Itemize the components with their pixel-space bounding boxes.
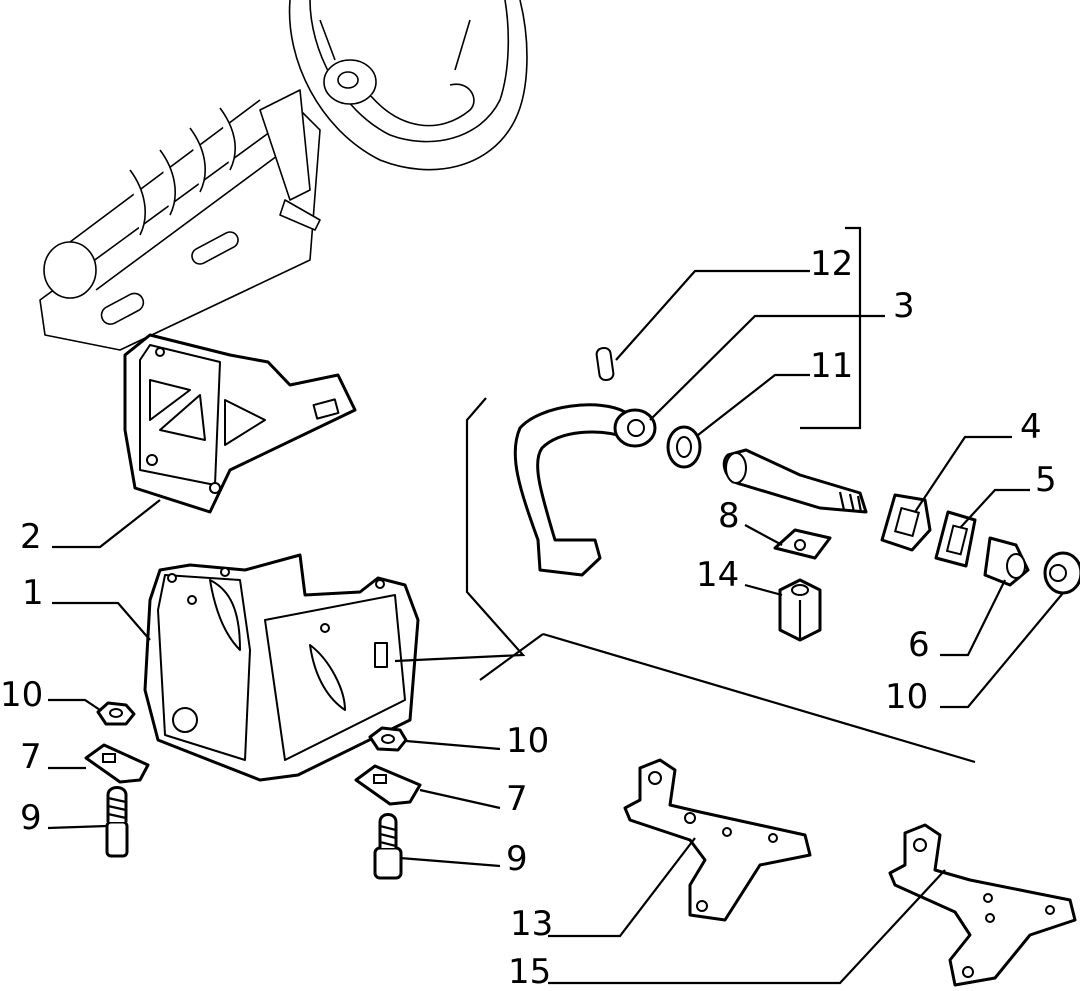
part-5-bushing	[934, 510, 977, 568]
callout-9-center: 9	[506, 839, 528, 879]
part-4-bushing	[880, 493, 932, 552]
callout-12: 12	[810, 244, 853, 284]
group-lines	[394, 226, 976, 764]
part-3-pedal-arm	[513, 403, 657, 577]
part-13-bracket	[623, 758, 812, 922]
part-7-cage-nut-left	[84, 743, 150, 784]
steering-wheel-context	[288, 0, 528, 171]
callout-9-left: 9	[20, 798, 42, 838]
callout-10-left: 10	[0, 675, 43, 715]
part-8-plate	[773, 528, 832, 560]
callout-14: 14	[696, 555, 739, 595]
callout-7-left: 7	[20, 737, 42, 777]
leader-lines	[47, 269, 1064, 985]
part-6-spacer	[983, 536, 1030, 587]
callout-10-right: 10	[885, 677, 928, 717]
part-10-nut-center	[368, 726, 408, 752]
part-9-bolt-left	[105, 786, 129, 858]
callout-4: 4	[1020, 407, 1042, 447]
part-11-washer	[666, 425, 702, 469]
callout-10-center: 10	[506, 721, 549, 761]
part-7-cage-nut-center	[354, 764, 422, 806]
callout-3: 3	[893, 286, 915, 326]
callout-15: 15	[508, 952, 551, 991]
callout-6: 6	[908, 625, 930, 665]
steering-column-context	[39, 89, 321, 351]
part-2-upper-bracket	[123, 333, 357, 514]
part-10-nut-right	[1043, 551, 1080, 595]
part-15-bracket	[888, 823, 1077, 987]
part-12-pin	[595, 346, 615, 382]
callout-1: 1	[22, 573, 44, 613]
callout-11: 11	[810, 346, 853, 386]
part-10-nut-left	[96, 701, 136, 726]
part-1-main-bracket	[143, 553, 420, 782]
callout-5: 5	[1035, 460, 1057, 500]
callout-7-center: 7	[506, 779, 528, 819]
part-11-pivot-shaft	[722, 448, 868, 514]
callout-13: 13	[510, 904, 553, 944]
callout-2: 2	[20, 517, 42, 557]
part-9-bolt-center	[373, 813, 403, 880]
callout-labels: 1 2 3 4 5 6 7 7 8 9 9 10 10 10 11 12 13 …	[0, 244, 1057, 991]
callout-8: 8	[718, 496, 740, 536]
part-14-spacer-nut	[778, 578, 822, 642]
